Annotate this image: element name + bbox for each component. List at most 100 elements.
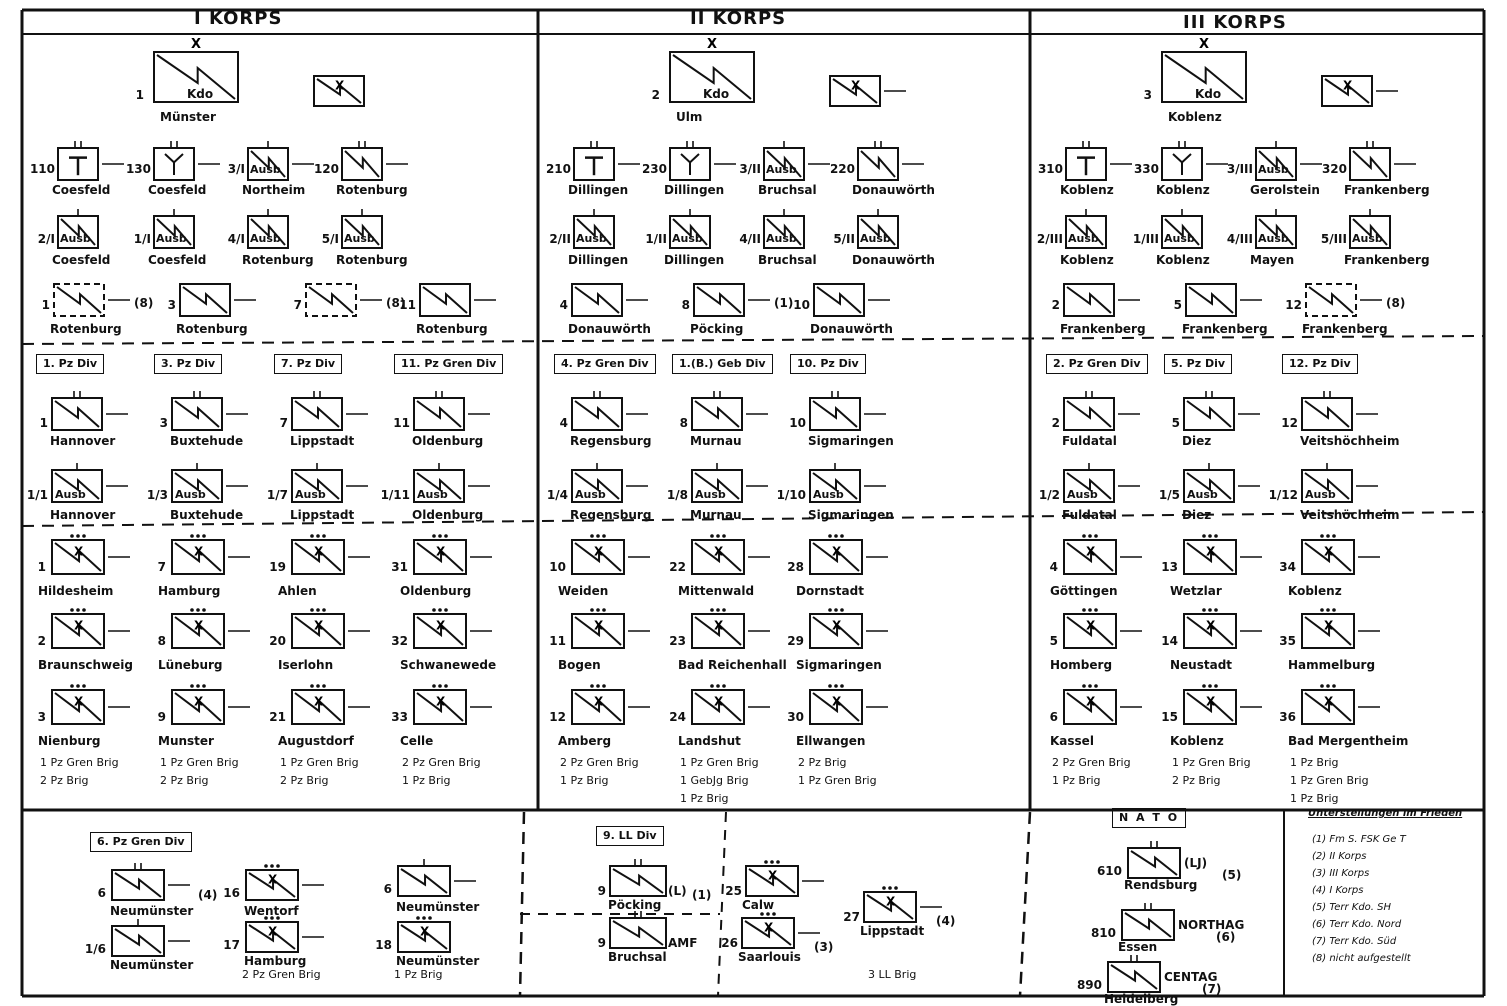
- nato-unit-suffix: (6): [1216, 930, 1236, 944]
- svg-text:X: X: [714, 544, 724, 558]
- brigade-location: Braunschweig: [38, 658, 133, 672]
- training-unit-symbol: [1349, 209, 1391, 249]
- division-unit-number: 12: [1281, 416, 1298, 430]
- artillery-symbol: X: [313, 75, 365, 107]
- training-unit-number: 5/III: [1320, 232, 1347, 246]
- ausb-tag: Ausb: [1352, 232, 1383, 245]
- ausb-tag: Ausb: [55, 488, 86, 501]
- nato-unit-suffix: (5): [1222, 868, 1242, 882]
- svg-text:X: X: [74, 694, 84, 708]
- kdo-symbol: X: [153, 37, 239, 103]
- unit-9-number: 9: [597, 884, 606, 898]
- airborne-brigade-suffix: (4): [936, 914, 956, 928]
- support-unit-location: Bruchsal: [758, 183, 817, 197]
- training-unit-number: 4/II: [739, 232, 761, 246]
- division-unit-symbol: [51, 391, 128, 431]
- brigade-number: 20: [269, 634, 286, 648]
- brigade-number: 19: [269, 560, 286, 574]
- division-total: 1 Pz Gren Brig: [280, 756, 359, 769]
- division-total: 2 Pz Brig: [798, 756, 847, 769]
- division-total: 1 Pz Gren Brig: [160, 756, 239, 769]
- kdo-location: Münster: [160, 110, 216, 124]
- engineer-unit-location: Frankenberg: [1182, 322, 1268, 336]
- training-unit-symbol: [763, 209, 805, 249]
- division-training-location: Oldenburg: [412, 508, 484, 522]
- support-unit-symbol: [153, 141, 220, 181]
- engineer-unit-location: Pöcking: [690, 322, 744, 336]
- division-total: 1 Pz Brig: [402, 774, 451, 787]
- engineer-unit-number: 4: [559, 298, 568, 312]
- kdo-location: Koblenz: [1168, 110, 1222, 124]
- brigade-number: 7: [157, 560, 166, 574]
- engineer-unit-number: 10: [793, 298, 810, 312]
- brigade-number: 34: [1279, 560, 1296, 574]
- support-unit-number: 330: [1133, 162, 1159, 176]
- ausb-tag: Ausb: [250, 163, 281, 176]
- brigade-symbol: X: [691, 608, 770, 649]
- svg-text:X: X: [1086, 694, 1096, 708]
- brigade-number: 10: [549, 560, 566, 574]
- brigade-symbol: X: [171, 608, 250, 649]
- header-korps-3: III KORPS: [1183, 12, 1287, 33]
- unit-6-location: Neumünster: [110, 958, 194, 972]
- division-training-location: Diez: [1182, 508, 1212, 522]
- bottom-divider-2: [717, 811, 727, 997]
- training-unit-symbol: [1255, 209, 1297, 249]
- training-unit-number: 2/III: [1036, 232, 1063, 246]
- brigade-location: Sigmaringen: [796, 658, 882, 672]
- svg-text:X: X: [314, 694, 324, 708]
- unit-6-total: 2 Pz Gren Brig: [242, 968, 321, 981]
- brigade-location: Bogen: [558, 658, 601, 672]
- kdo-symbol: X: [1161, 37, 1247, 103]
- svg-text:X: X: [268, 873, 278, 887]
- training-unit-location: Donauwörth: [852, 253, 935, 267]
- brigade-symbol: X: [809, 608, 888, 649]
- division-training-location: Regensburg: [570, 508, 652, 522]
- nato-unit-tag: NORTHAG: [1178, 918, 1245, 932]
- engineer-unit-suffix: (1): [774, 296, 794, 310]
- legend-item: (8) nicht aufgestellt: [1312, 953, 1411, 964]
- division-training-number: 1/3: [146, 488, 168, 502]
- support-unit-symbol: [1161, 141, 1228, 181]
- brigade-location: Hildesheim: [38, 584, 114, 598]
- engineer-unit-suffix: (8): [134, 296, 154, 310]
- airborne-brigade-symbol: X: [863, 886, 942, 923]
- brigade-location: Wetzlar: [1170, 584, 1222, 598]
- training-unit-location: Frankenberg: [1344, 253, 1430, 267]
- engineer-unit-location: Rotenburg: [416, 322, 488, 336]
- training-unit-symbol: [669, 209, 711, 249]
- brigade-symbol: X: [571, 684, 650, 725]
- ausb-tag: Ausb: [417, 488, 448, 501]
- support-unit-number: 320: [1321, 162, 1347, 176]
- division-unit-number: 5: [1171, 416, 1180, 430]
- division-total: 1 Pz Gren Brig: [1290, 774, 1369, 787]
- nato-unit-symbol: [1107, 955, 1161, 993]
- ausb-tag: Ausb: [1187, 488, 1218, 501]
- division-unit-symbol: [691, 391, 768, 431]
- division-training-location: Buxtehude: [170, 508, 244, 522]
- division-training-symbol: [809, 463, 886, 503]
- training-unit-symbol: [341, 209, 383, 249]
- division-total: 1 Pz Gren Brig: [40, 756, 119, 769]
- brigade-number: 30: [787, 710, 804, 724]
- division-unit-location: Lippstadt: [290, 434, 355, 448]
- division-unit-symbol: [413, 391, 490, 431]
- division-training-location: Sigmaringen: [808, 508, 894, 522]
- engineer-unit-symbol: [53, 283, 130, 317]
- ausb-tag: Ausb: [766, 163, 797, 176]
- support-unit-number: 110: [29, 162, 55, 176]
- svg-text:X: X: [594, 544, 604, 558]
- division-total: 1 Pz Brig: [560, 774, 609, 787]
- engineer-unit-number: 8: [681, 298, 690, 312]
- svg-text:X: X: [764, 921, 774, 935]
- training-unit-number: 5/II: [833, 232, 855, 246]
- ausb-tag: Ausb: [575, 488, 606, 501]
- division-training-number: 1/2: [1038, 488, 1060, 502]
- brigade-symbol: X: [809, 534, 888, 575]
- support-unit-location: Dillingen: [664, 183, 725, 197]
- legend-item: (7) Terr Kdo. Süd: [1312, 936, 1397, 947]
- brigade-symbol: X: [51, 534, 130, 575]
- airborne-brigade-location: Calw: [742, 898, 775, 912]
- training-unit-number: 5/I: [321, 232, 339, 246]
- ausb-tag: Ausb: [1164, 232, 1195, 245]
